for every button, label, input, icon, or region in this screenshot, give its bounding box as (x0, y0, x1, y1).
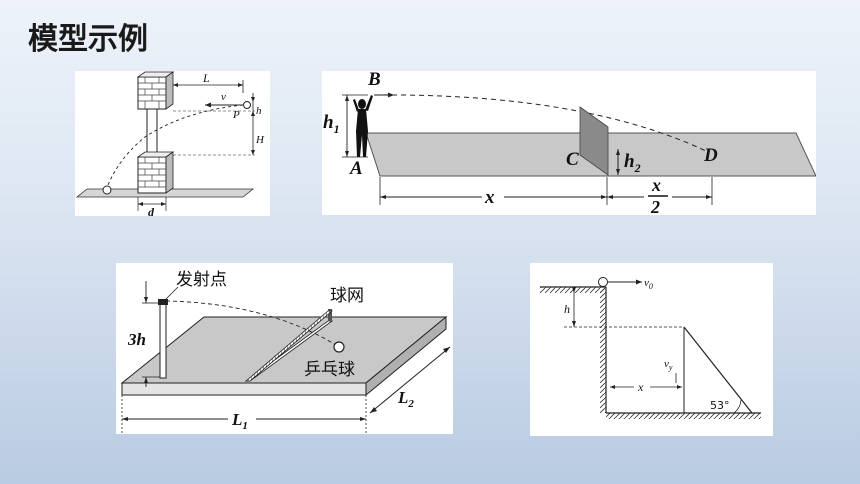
label-launch-point: 发射点 (176, 270, 227, 290)
label-vy: vy (664, 358, 673, 372)
label-A: A (349, 158, 363, 179)
label-h2: h2 (624, 151, 641, 175)
figure-wall-projectile-svg: L v P h H d (75, 71, 265, 216)
net (579, 106, 609, 176)
label-H: H (255, 134, 265, 146)
figure-pingpong-table: 发射点 3h 球网 乒乓球 L1 (116, 263, 453, 434)
figure-volleyball-court: h1 B A C h2 D x x 2 (322, 71, 816, 215)
incline-slope (683, 326, 753, 414)
launch-point (243, 101, 251, 109)
label-h: h (564, 302, 570, 316)
figure-volleyball-court-svg: h1 B A C h2 D x x 2 (323, 71, 816, 215)
label-x: x (637, 380, 644, 394)
label-v: v (221, 91, 226, 103)
lower-brick-block (136, 151, 175, 194)
trajectory (165, 300, 337, 346)
table-front-edge (121, 382, 367, 396)
label-x: x (484, 187, 495, 208)
figure-cliff-incline: v0 h 53° vy x (530, 263, 773, 436)
slide-title: 模型示例 (28, 22, 148, 57)
label-C: C (566, 149, 579, 170)
label-angle: 53° (710, 399, 730, 412)
label-D: D (703, 145, 718, 166)
pingpong-ball (333, 341, 345, 353)
label-L2: L2 (397, 388, 414, 410)
player-silhouette (353, 95, 373, 157)
label-L1: L1 (231, 410, 248, 432)
svg-text:x: x (651, 175, 661, 195)
figure-wall-projectile: L v P h H d (75, 71, 270, 216)
ball (598, 277, 608, 287)
launcher-post (159, 302, 167, 379)
upper-brick-block (136, 71, 175, 110)
label-3h: 3h (127, 330, 146, 349)
bottom-ground (606, 413, 761, 419)
label-h1: h1 (323, 112, 340, 136)
figure-pingpong-table-svg: 发射点 3h 球网 乒乓球 L1 (120, 270, 451, 434)
label-h: h (256, 105, 262, 117)
launch-point (158, 299, 168, 305)
label-net: 球网 (330, 286, 364, 306)
label-d: d (148, 205, 155, 216)
label-v0: v0 (644, 277, 653, 291)
ground-ball (102, 185, 112, 195)
label-P: P (232, 109, 240, 121)
label-ball: 乒乓球 (304, 360, 355, 380)
cliff-wall (600, 287, 606, 413)
label-L: L (202, 71, 210, 85)
label-x-over-2: x 2 (648, 175, 668, 215)
trajectory (107, 104, 244, 186)
table-side-edge (365, 315, 447, 397)
figure-cliff-incline-svg: v0 h 53° vy x (540, 277, 761, 419)
svg-text:2: 2 (650, 197, 660, 215)
label-B: B (367, 71, 381, 90)
